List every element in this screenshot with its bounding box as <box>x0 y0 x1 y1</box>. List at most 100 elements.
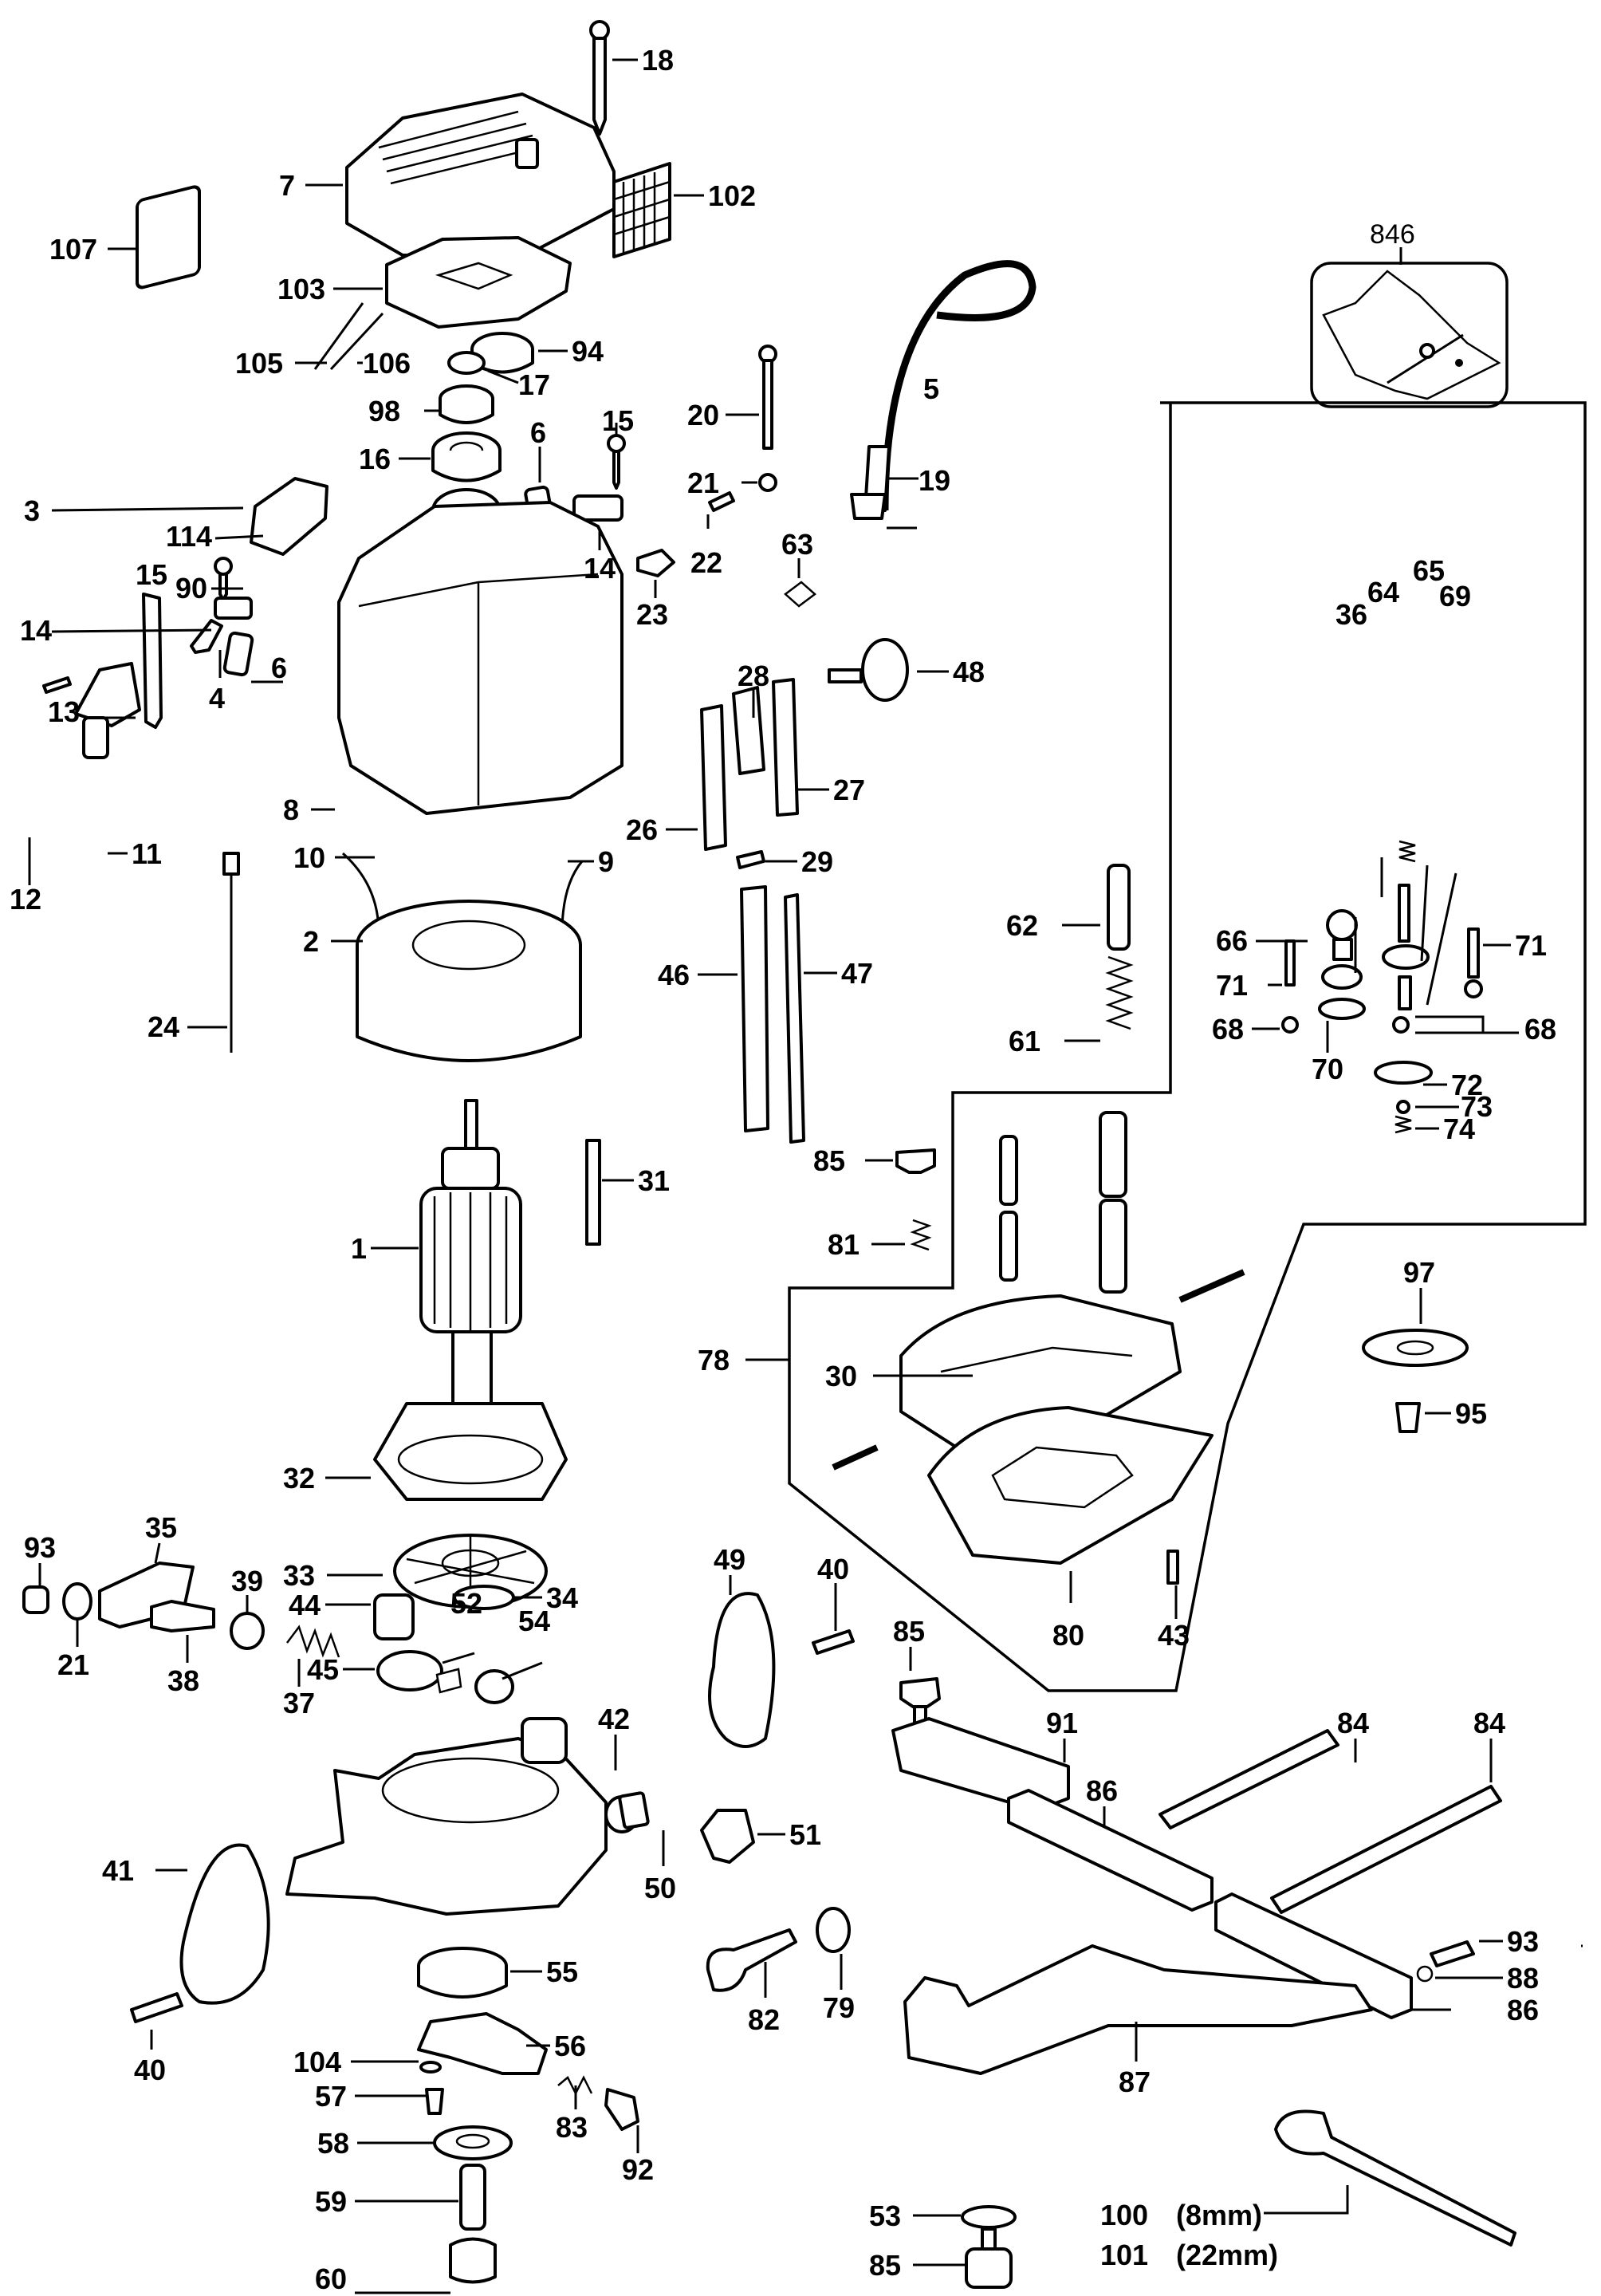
callout-103: 103 <box>277 273 325 305</box>
leader-lines <box>28 58 1583 2294</box>
handle-41-shape <box>179 1843 270 2005</box>
callout-44: 44 <box>289 1589 321 1621</box>
knob-48-shape <box>828 638 909 702</box>
callout-17: 17 <box>518 368 550 401</box>
callout-26: 26 <box>626 813 658 846</box>
screw-43-shape <box>1166 1550 1179 1585</box>
handle-49-shape <box>708 1592 776 1748</box>
callout-15a: 15 <box>602 404 634 437</box>
callout-84b: 84 <box>1473 1707 1505 1739</box>
screw-29-shape <box>736 850 765 869</box>
collar-45-shape <box>376 1650 443 1691</box>
cap-39-shape <box>230 1612 265 1650</box>
pin-106-shape <box>329 312 384 371</box>
spring-a-shape <box>999 1135 1018 1206</box>
pin-105-shape <box>313 302 364 370</box>
nut-21a-shape <box>758 473 777 492</box>
callout-21a: 21 <box>687 467 719 499</box>
knob-82-shape <box>706 1928 797 1992</box>
callout-10: 10 <box>293 841 325 874</box>
clamp-14b-shape <box>572 494 623 522</box>
callout-101: 101 <box>1100 2239 1148 2271</box>
cord-5-shape <box>881 260 1037 511</box>
key-52-shape <box>435 1668 462 1694</box>
callout-39: 39 <box>231 1565 263 1597</box>
bolt-92-shape <box>604 2088 639 2131</box>
callout-49: 49 <box>714 1543 745 1576</box>
callout-86a: 86 <box>1086 1774 1118 1807</box>
callout-33: 33 <box>283 1559 315 1592</box>
motor-base-42-shape <box>285 1717 639 1916</box>
spring-61-shape <box>1105 955 1134 1030</box>
callout-72: 72 <box>1451 1069 1483 1101</box>
rod-a-shape <box>1178 1269 1245 1303</box>
callout-71b: 71 <box>1515 929 1547 962</box>
field-coil-2-shape <box>356 900 582 1062</box>
screw-22-shape <box>708 491 735 512</box>
callout-68a: 68 <box>1212 1013 1244 1046</box>
rod-84a-shape <box>1158 1729 1339 1829</box>
callout-14a: 14 <box>20 614 52 647</box>
callout-16: 16 <box>359 443 391 475</box>
knob-94-shape <box>470 332 534 374</box>
washer-21b-shape <box>62 1582 92 1621</box>
motor-cover-7-shape <box>345 93 616 257</box>
callout-35: 35 <box>145 1511 177 1544</box>
callout-24: 24 <box>148 1010 179 1043</box>
callout-4: 4 <box>209 682 225 715</box>
washer-34-shape <box>453 1585 515 1610</box>
bolt-38-shape <box>150 1600 215 1632</box>
callout-114: 114 <box>166 520 212 553</box>
callout-7: 7 <box>279 169 295 202</box>
screw-12-shape <box>42 676 72 694</box>
nut-79-shape <box>816 1907 851 1953</box>
callout-53: 53 <box>869 2200 901 2232</box>
baffle-103-shape <box>385 236 572 329</box>
bearing-55-shape <box>417 1947 508 1999</box>
callout-48: 48 <box>953 656 985 688</box>
callout-12: 12 <box>10 883 41 916</box>
callout-73: 73 <box>1461 1090 1493 1123</box>
callout-3: 3 <box>24 494 40 527</box>
callout-61: 61 <box>1009 1025 1040 1057</box>
lever-13-shape <box>142 593 163 729</box>
callout-32: 32 <box>283 1462 315 1495</box>
screw-31-shape <box>585 1139 601 1246</box>
callout-62: 62 <box>1006 909 1038 942</box>
callout-83: 83 <box>556 2111 588 2144</box>
screw-93b-shape <box>1430 1940 1475 1967</box>
collet-nut-60-shape <box>449 2237 497 2284</box>
callout-90: 90 <box>175 572 207 605</box>
knob-85a-shape <box>895 1148 936 1174</box>
column-46-shape <box>740 885 769 1132</box>
callout-66: 66 <box>1216 924 1248 957</box>
callout-97: 97 <box>1403 1256 1435 1289</box>
callout-13: 13 <box>48 695 80 728</box>
callout-19: 19 <box>919 464 950 497</box>
callout-104: 104 <box>293 2046 341 2078</box>
rod-84b-shape <box>1270 1785 1502 1914</box>
callout-93b: 93 <box>1507 1925 1539 1958</box>
callout-65: 65 <box>1413 554 1445 587</box>
callout-68b: 68 <box>1524 1013 1556 1046</box>
callout-31: 31 <box>638 1164 670 1197</box>
part-shapes <box>22 20 1587 2289</box>
callout-42: 42 <box>598 1703 630 1735</box>
callout-105: 105 <box>235 347 283 380</box>
callout-15b: 15 <box>136 558 167 591</box>
bracket-11-shape <box>74 662 141 727</box>
callout-14b: 14 <box>584 552 616 585</box>
callout-50: 50 <box>644 1872 676 1904</box>
washer-97-shape <box>1362 1329 1469 1367</box>
callout-101-size: (22mm) <box>1176 2239 1278 2271</box>
callout-82: 82 <box>748 2003 780 2036</box>
part-63-shape <box>784 581 816 608</box>
screw-40a-shape <box>812 1629 855 1655</box>
callout-5: 5 <box>923 372 939 405</box>
callout-6a: 6 <box>530 416 546 449</box>
nut-17-shape <box>447 351 486 375</box>
callout-56: 56 <box>554 2030 586 2062</box>
callout-87: 87 <box>1119 2066 1151 2098</box>
callout-40b: 40 <box>134 2054 166 2086</box>
callout-1: 1 <box>351 1232 367 1265</box>
